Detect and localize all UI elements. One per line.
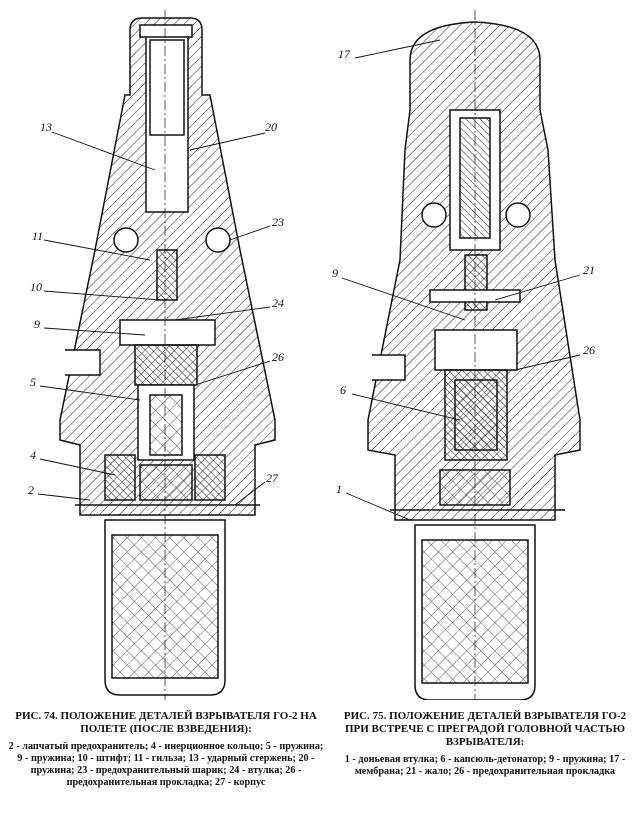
fuze-fig75: [367, 10, 581, 700]
callout-10: 10: [30, 280, 42, 294]
callouts-fig74: [37, 131, 271, 506]
callout-27: 27: [266, 471, 279, 485]
figure-75-title: РИС. 75. ПОЛОЖЕНИЕ ДЕТАЛЕЙ ВЗРЫВАТЕЛЯ ГО…: [343, 710, 627, 748]
callout-labels-fig75: 17 9 21 26 6 1: [332, 47, 595, 496]
callout-20: 20: [265, 120, 277, 134]
callout-21: 21: [583, 263, 595, 277]
callout-26: 26: [583, 343, 595, 357]
callout-17: 17: [338, 47, 351, 61]
callout-2: 2: [28, 483, 34, 497]
callout-11: 11: [32, 229, 43, 243]
callout-26: 26: [272, 350, 284, 364]
callout-4: 4: [30, 448, 36, 462]
figure-74-title: РИС. 74. ПОЛОЖЕНИЕ ДЕТАЛЕЙ ВЗРЫВАТЕЛЯ ГО…: [15, 710, 317, 735]
figure-74-legend: 2 - лапчатый предохранитель; 4 - инерцио…: [8, 741, 324, 788]
callout-5: 5: [30, 375, 36, 389]
fuze-cross-section-drawing: 13 20 11 23 10 24 9 26 5 4 2 27: [28, 10, 595, 700]
callout-9: 9: [332, 266, 338, 280]
callout-24: 24: [272, 296, 284, 310]
fuze-fig74: [59, 10, 276, 700]
callout-23: 23: [272, 215, 284, 229]
figure-74-caption: РИС. 74. ПОЛОЖЕНИЕ ДЕТАЛЕЙ ВЗРЫВАТЕЛЯ ГО…: [5, 710, 327, 789]
callout-13: 13: [40, 120, 52, 134]
figure-75-legend: 1 - доньевая втулка; 6 - капсюль-детонат…: [344, 754, 626, 777]
callouts-fig75: [341, 39, 581, 521]
callout-9: 9: [34, 317, 40, 331]
callout-1: 1: [336, 482, 342, 496]
figure-75-caption: РИС. 75. ПОЛОЖЕНИЕ ДЕТАЛЕЙ ВЗРЫВАТЕЛЯ ГО…: [336, 710, 634, 778]
callout-6: 6: [340, 383, 346, 397]
callout-labels-fig74: 13 20 11 23 10 24 9 26 5 4 2 27: [28, 120, 284, 497]
